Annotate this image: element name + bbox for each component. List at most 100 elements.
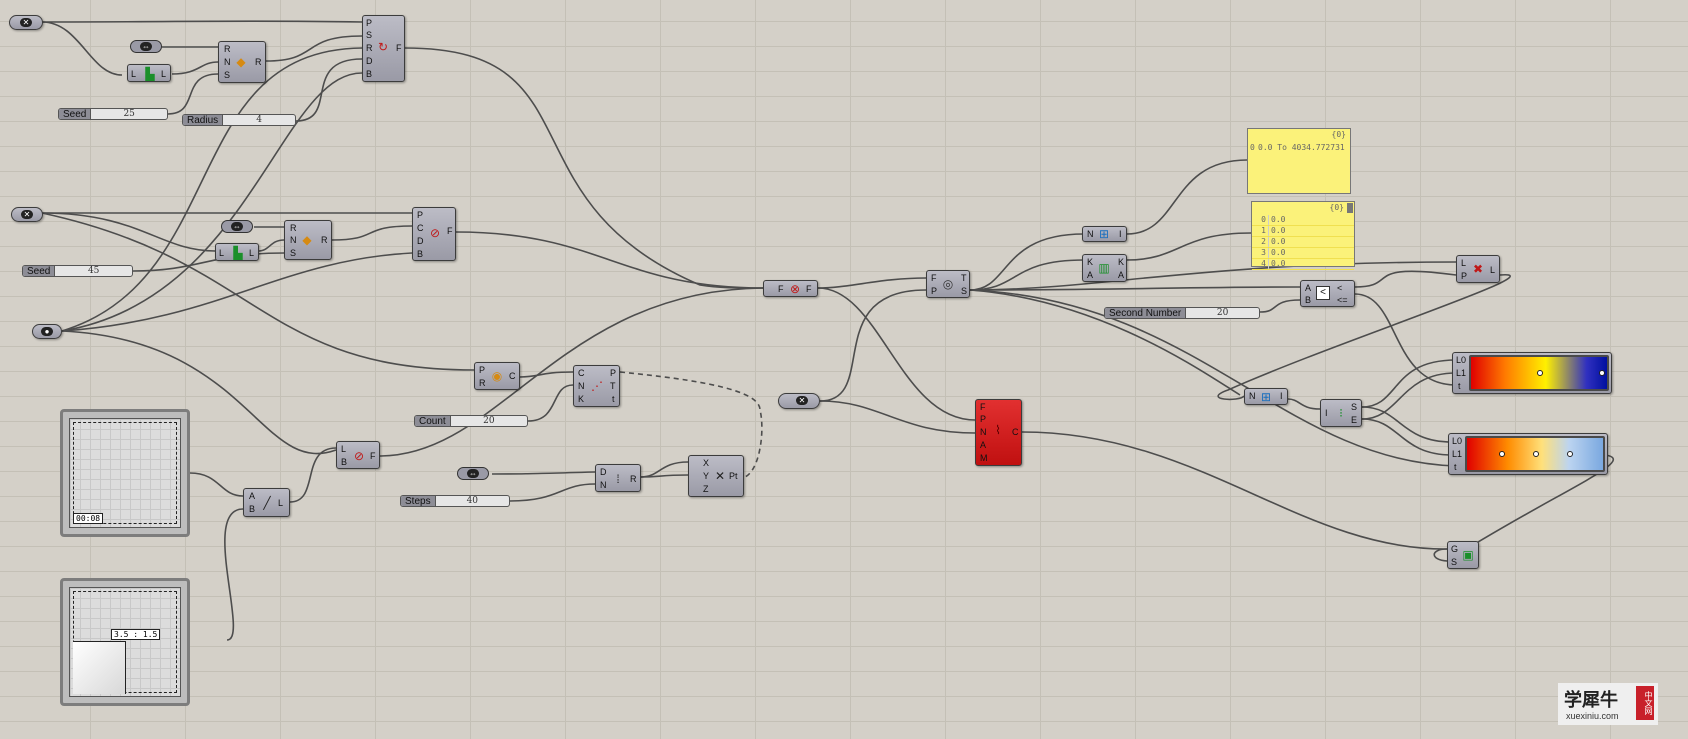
curve-param-center[interactable]: ✕ [778,393,820,409]
pin-in[interactable]: M [980,453,988,463]
boolean-toggle-mid[interactable]: ⇔ [221,220,253,233]
range-component-mid[interactable]: L ▙ L [215,243,259,261]
pin-out[interactable]: R [630,474,637,484]
pin-in[interactable]: B [366,69,373,79]
pin-out[interactable]: C [1012,427,1019,437]
pin-out[interactable]: A [1118,270,1125,280]
pin-in[interactable]: A [249,491,256,501]
pin-in[interactable]: I [1325,408,1328,418]
evaluate-field-component[interactable]: F P ◎ T S [926,270,970,298]
pin-out[interactable]: L [1490,265,1496,275]
pin-in[interactable]: R [290,223,297,233]
pin-in[interactable]: B [249,504,256,514]
gradient-bar[interactable] [1465,436,1605,472]
range-component-top[interactable]: L ▙ L [127,64,171,82]
graph-area[interactable] [69,418,181,528]
boolean-toggle-bottom[interactable]: ⇔ [457,467,489,480]
pin-out[interactable]: S [961,286,968,296]
spin-force-field[interactable]: P S R D B ↻ F [362,15,405,82]
line-component[interactable]: A B ╱ L [243,488,290,517]
pin-out[interactable]: E [1351,415,1358,425]
radius-slider[interactable]: Radius 4 [182,114,296,126]
pin-in[interactable]: L0 [1452,436,1463,446]
pin-out[interactable]: F [396,43,402,53]
pin-in[interactable]: N [1249,391,1256,401]
pin-in[interactable]: N [600,480,607,490]
pin-in[interactable]: C [417,223,424,233]
circle-component[interactable]: P R ◉ C [474,362,520,390]
point-param[interactable]: ● [32,324,62,339]
pin-in[interactable]: P [1461,271,1468,281]
merge-fields-component[interactable]: F ⊗ F [763,280,818,297]
pin-out[interactable]: < [1337,283,1343,293]
pin-out[interactable]: R [255,57,262,67]
pin-out[interactable]: T [961,273,967,283]
pin-out[interactable]: F [370,451,376,461]
pin-in[interactable]: R [224,44,231,54]
pin-out[interactable]: I [1119,229,1122,239]
pin-in[interactable]: S [290,248,297,258]
pin-in[interactable]: L0 [1456,355,1467,365]
pin-in[interactable]: A [1305,283,1312,293]
seed-slider-mid[interactable]: Seed 45 [22,265,133,277]
pin-in[interactable]: A [1087,270,1094,280]
pin-out[interactable]: F [806,284,812,294]
pin-in[interactable]: S [1451,557,1458,567]
bounds-component[interactable]: N ⊞ I [1082,226,1127,242]
pin-in[interactable]: L1 [1456,368,1467,378]
pin-in[interactable]: R [479,378,486,388]
custom-preview-component[interactable]: G S ▣ [1447,541,1479,569]
pin-in[interactable]: R [366,43,373,53]
bounds-component-2[interactable]: N ⊞ I [1244,388,1288,405]
pin-in[interactable]: N [1087,229,1094,239]
pin-in[interactable]: S [224,70,231,80]
pin-in[interactable]: P [479,365,486,375]
gradient-bar[interactable] [1469,355,1609,391]
construct-point-component[interactable]: X Y Z ✕ Pt [688,455,744,497]
boolean-toggle-top[interactable]: ⇔ [130,40,162,53]
pin-in[interactable]: P [417,210,424,220]
pin-in[interactable]: N [290,235,297,245]
pin-in[interactable]: F [778,284,784,294]
pin-in[interactable]: L [131,69,137,79]
populate-component-mid[interactable]: R N S ◆ R [284,220,332,260]
gradient-grip[interactable] [1567,451,1573,457]
populate-component-top[interactable]: R N S ◆ R [218,41,266,83]
sort-list-component[interactable]: K A ▥ K A [1082,254,1127,282]
pin-out[interactable]: S [1351,402,1358,412]
pin-in[interactable]: A [980,440,987,450]
pin-in[interactable]: K [578,394,585,404]
pin-out[interactable]: Pt [729,471,738,481]
gradient-component-1[interactable]: L0 L1 t [1452,352,1612,394]
pin-out[interactable]: L [278,498,284,508]
md-slider-graph[interactable]: 3.5 : 1.5 [60,578,190,706]
pin-out[interactable]: T [610,381,616,391]
md-slider-area[interactable] [73,641,126,694]
pin-in[interactable]: D [417,236,424,246]
pin-in[interactable]: N [224,57,231,67]
pin-in[interactable]: L [341,444,347,454]
dispatch-component[interactable]: L P ✖ L [1456,255,1500,283]
pin-out[interactable]: L [161,69,167,79]
gradient-grip[interactable] [1499,451,1505,457]
gradient-grip[interactable] [1533,451,1539,457]
pin-out[interactable]: C [509,371,516,381]
pin-in[interactable]: N [980,427,987,437]
deconstruct-domain-component[interactable]: I ⁝ S E [1320,399,1362,427]
count-slider[interactable]: Count 20 [414,415,528,427]
pin-out[interactable]: I [1280,391,1283,401]
curve-param-mid[interactable]: ✕ [11,207,43,222]
pin-in[interactable]: Y [703,471,710,481]
smaller-than-component[interactable]: A B < < <= [1300,280,1355,307]
pin-in[interactable]: S [366,30,373,40]
pin-in[interactable]: N [578,381,585,391]
pin-in[interactable]: L1 [1452,449,1463,459]
pin-out[interactable]: F [447,226,453,236]
pin-in[interactable]: t [1454,462,1457,472]
curve-param-top[interactable]: ✕ [9,15,43,30]
pin-in[interactable]: F [980,402,986,412]
pin-in[interactable]: B [341,457,348,467]
pin-out[interactable]: K [1118,257,1125,267]
line-charge-field[interactable]: L B ⊘ F [336,441,380,469]
